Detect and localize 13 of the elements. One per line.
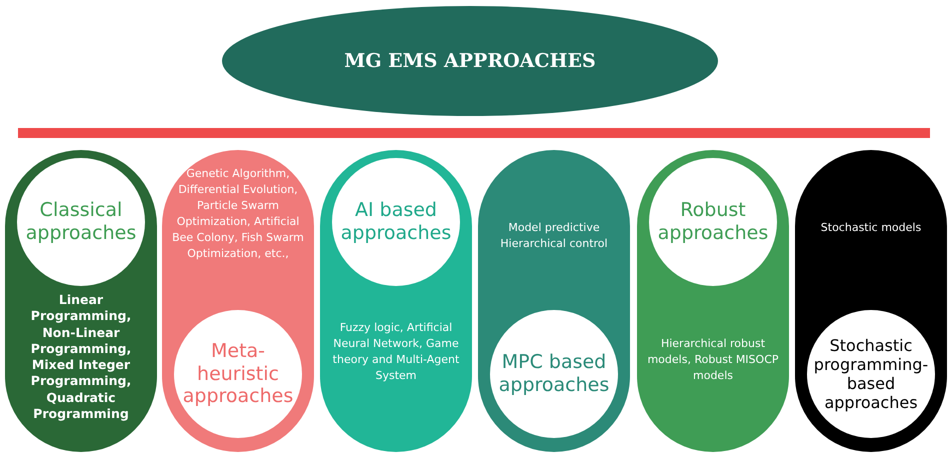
heading-circle: AI based approaches [332,158,460,286]
description-text: Model predictive Hierarchical control [499,220,609,252]
heading-circle: Classical approaches [17,158,145,286]
heading-circle: Robust approaches [649,158,777,286]
description-text: Genetic Algorithm, Differential Evolution, Particle Swarm Optimization, Artificial Bee Colony, Fish Swarm Optimization, etc., [172,166,304,262]
description-text: Fuzzy logic, Artificial Neural Network, Game theory and Multi-Agent System [332,320,460,384]
description-text: Linear Programming, Non-Linear Programming, Mixed Integer Programming, Quadratic Programming [30,292,132,422]
heading-circle: Stochastic programming-based approaches [807,310,935,438]
description-text: Stochastic models [820,220,922,236]
heading-circle: Meta-heuristic approaches [174,310,302,438]
description-text: Hierarchical robust models, Robust MISOCP models [647,336,779,384]
heading-circle: MPC based approaches [490,310,618,438]
title-ellipse: MG EMS APPROACHES [222,6,718,116]
